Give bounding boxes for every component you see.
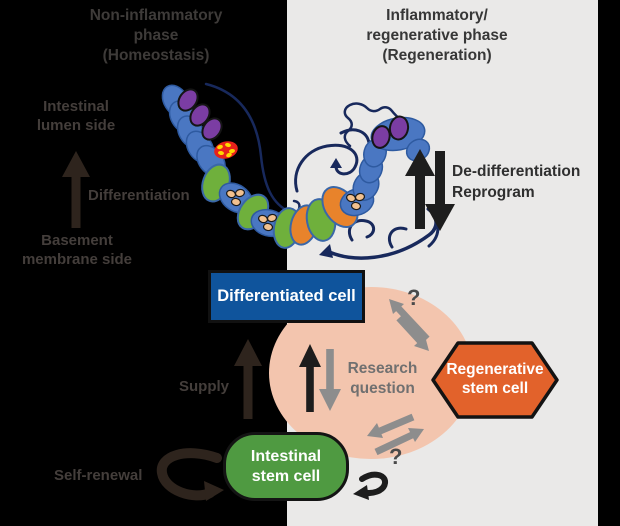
title-line: Inflammatory/ [386, 7, 488, 24]
label-line: Intestinal [43, 98, 109, 115]
intestinal-lumen-side-label: Intestinal lumen side [8, 97, 144, 135]
differentiated-cell-box: Differentiated cell [208, 270, 365, 323]
intestinal-stem-cell-box: Intestinal stem cell [223, 432, 349, 501]
stress-granule [214, 141, 238, 159]
label-line: lumen side [36, 117, 116, 134]
label-line: question [350, 380, 415, 397]
title-line: Non-inflammatory [89, 7, 223, 24]
basement-membrane-side-label: Basement membrane side [8, 231, 146, 269]
title-line: phase [133, 27, 179, 44]
title-line: (Regeneration) [382, 47, 492, 64]
supply-label: Supply [179, 378, 230, 395]
node-label: Differentiated cell [217, 287, 356, 305]
differentiation-arrow [62, 151, 90, 228]
label-line: stem cell [461, 380, 529, 397]
self-renewal-label: Self-renewal [54, 467, 143, 484]
dedifferentiation-reprogram-label: De-differentiation Reprogram [452, 161, 580, 203]
label-line: membrane side [21, 251, 133, 268]
regeneration-phase-title: Inflammatory/ regenerative phase (Regene… [307, 6, 567, 66]
regenerative-stem-cell-label: Regenerative stem cell [440, 360, 550, 398]
label-line: stem cell [251, 467, 321, 485]
label-line: Regenerative [446, 361, 544, 378]
homeostasis-phase-title: Non-inflammatory phase (Homeostasis) [46, 6, 266, 66]
supply-arrow [234, 339, 262, 419]
question-mark-lower: ? [389, 444, 403, 469]
label-line: De-differentiation [452, 163, 581, 180]
label-line: Basement [41, 232, 113, 249]
title-line: regenerative phase [366, 27, 508, 44]
title-line: (Homeostasis) [102, 47, 210, 64]
differentiation-label: Differentiation [88, 187, 190, 204]
label-line: Reprogram [452, 184, 535, 201]
research-question-label: Research question [330, 359, 435, 399]
question-mark-upper: ? [407, 285, 421, 310]
label-line: Research [347, 360, 418, 377]
label-line: Intestinal [250, 447, 322, 465]
node-label: Intestinal stem cell [251, 447, 321, 487]
self-renewal-arrow [156, 448, 224, 501]
